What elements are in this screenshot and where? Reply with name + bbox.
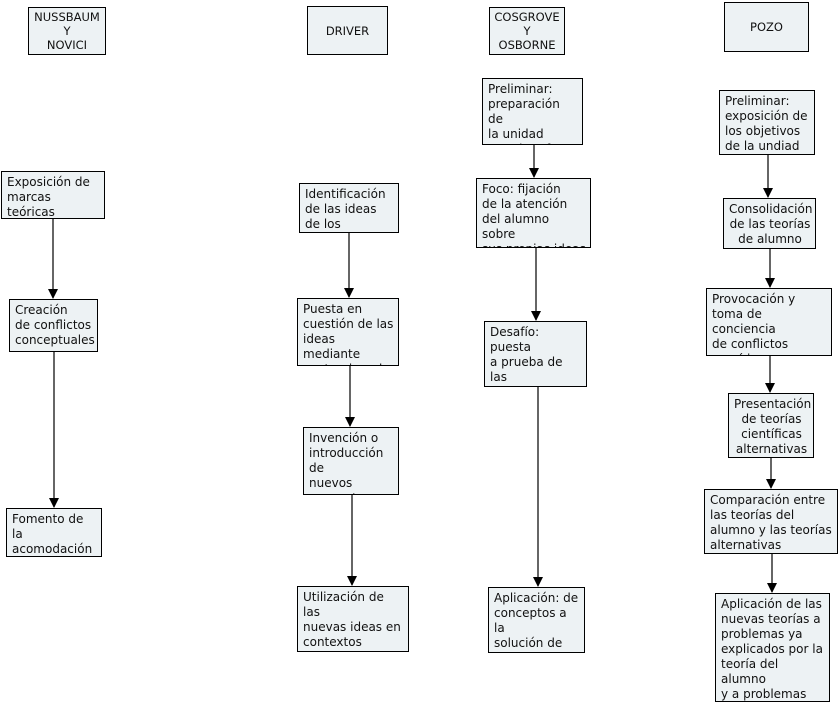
cosgrove-step-4: Aplicación: de conceptos a la solución d… [488,587,585,653]
driver-step-4: Utilización de las nuevas ideas en conte… [297,586,409,652]
cosgrove-step-3: Desafío: puesta a prueba de las ideas de… [484,321,587,387]
pozo-step-3: Provocación y toma de conciencia de conf… [706,288,832,356]
nussbaum-step-2: Creación de conflictos conceptuales [9,299,98,352]
header-cosgrove: COSGROVE Y OSBORNE [489,7,565,55]
header-driver: DRIVER [307,6,388,55]
header-pozo: POZO [724,2,809,52]
driver-step-3: Invención o introducción de nuevos conce… [303,427,399,495]
header-nussbaum: NUSSBAUM Y NOVICI [28,7,106,55]
nussbaum-step-1: Exposición de marcas teóricas alternativ… [1,171,105,219]
nussbaum-step-3: Fomento de la acomodación cognitiva [6,508,102,557]
driver-step-2: Puesta en cuestión de las ideas mediante… [297,298,399,366]
pozo-step-6: Aplicación de las nuevas teorías a probl… [715,593,830,702]
pozo-step-2: Consolidación de las teorías de alumno [723,198,816,249]
driver-step-1: Identificación de las ideas de los alumn… [299,183,399,233]
pozo-step-1: Preliminar: exposición de los objetivos … [719,90,815,155]
pozo-step-5: Comparación entre las teorías del alumno… [704,489,838,554]
cosgrove-step-1: Preliminar: preparación de la unidad por… [482,78,583,145]
cosgrove-step-2: Foco: fijación de la atención del alumno… [476,178,591,248]
pozo-step-4: Presentación de teorías científicas alte… [728,393,814,458]
